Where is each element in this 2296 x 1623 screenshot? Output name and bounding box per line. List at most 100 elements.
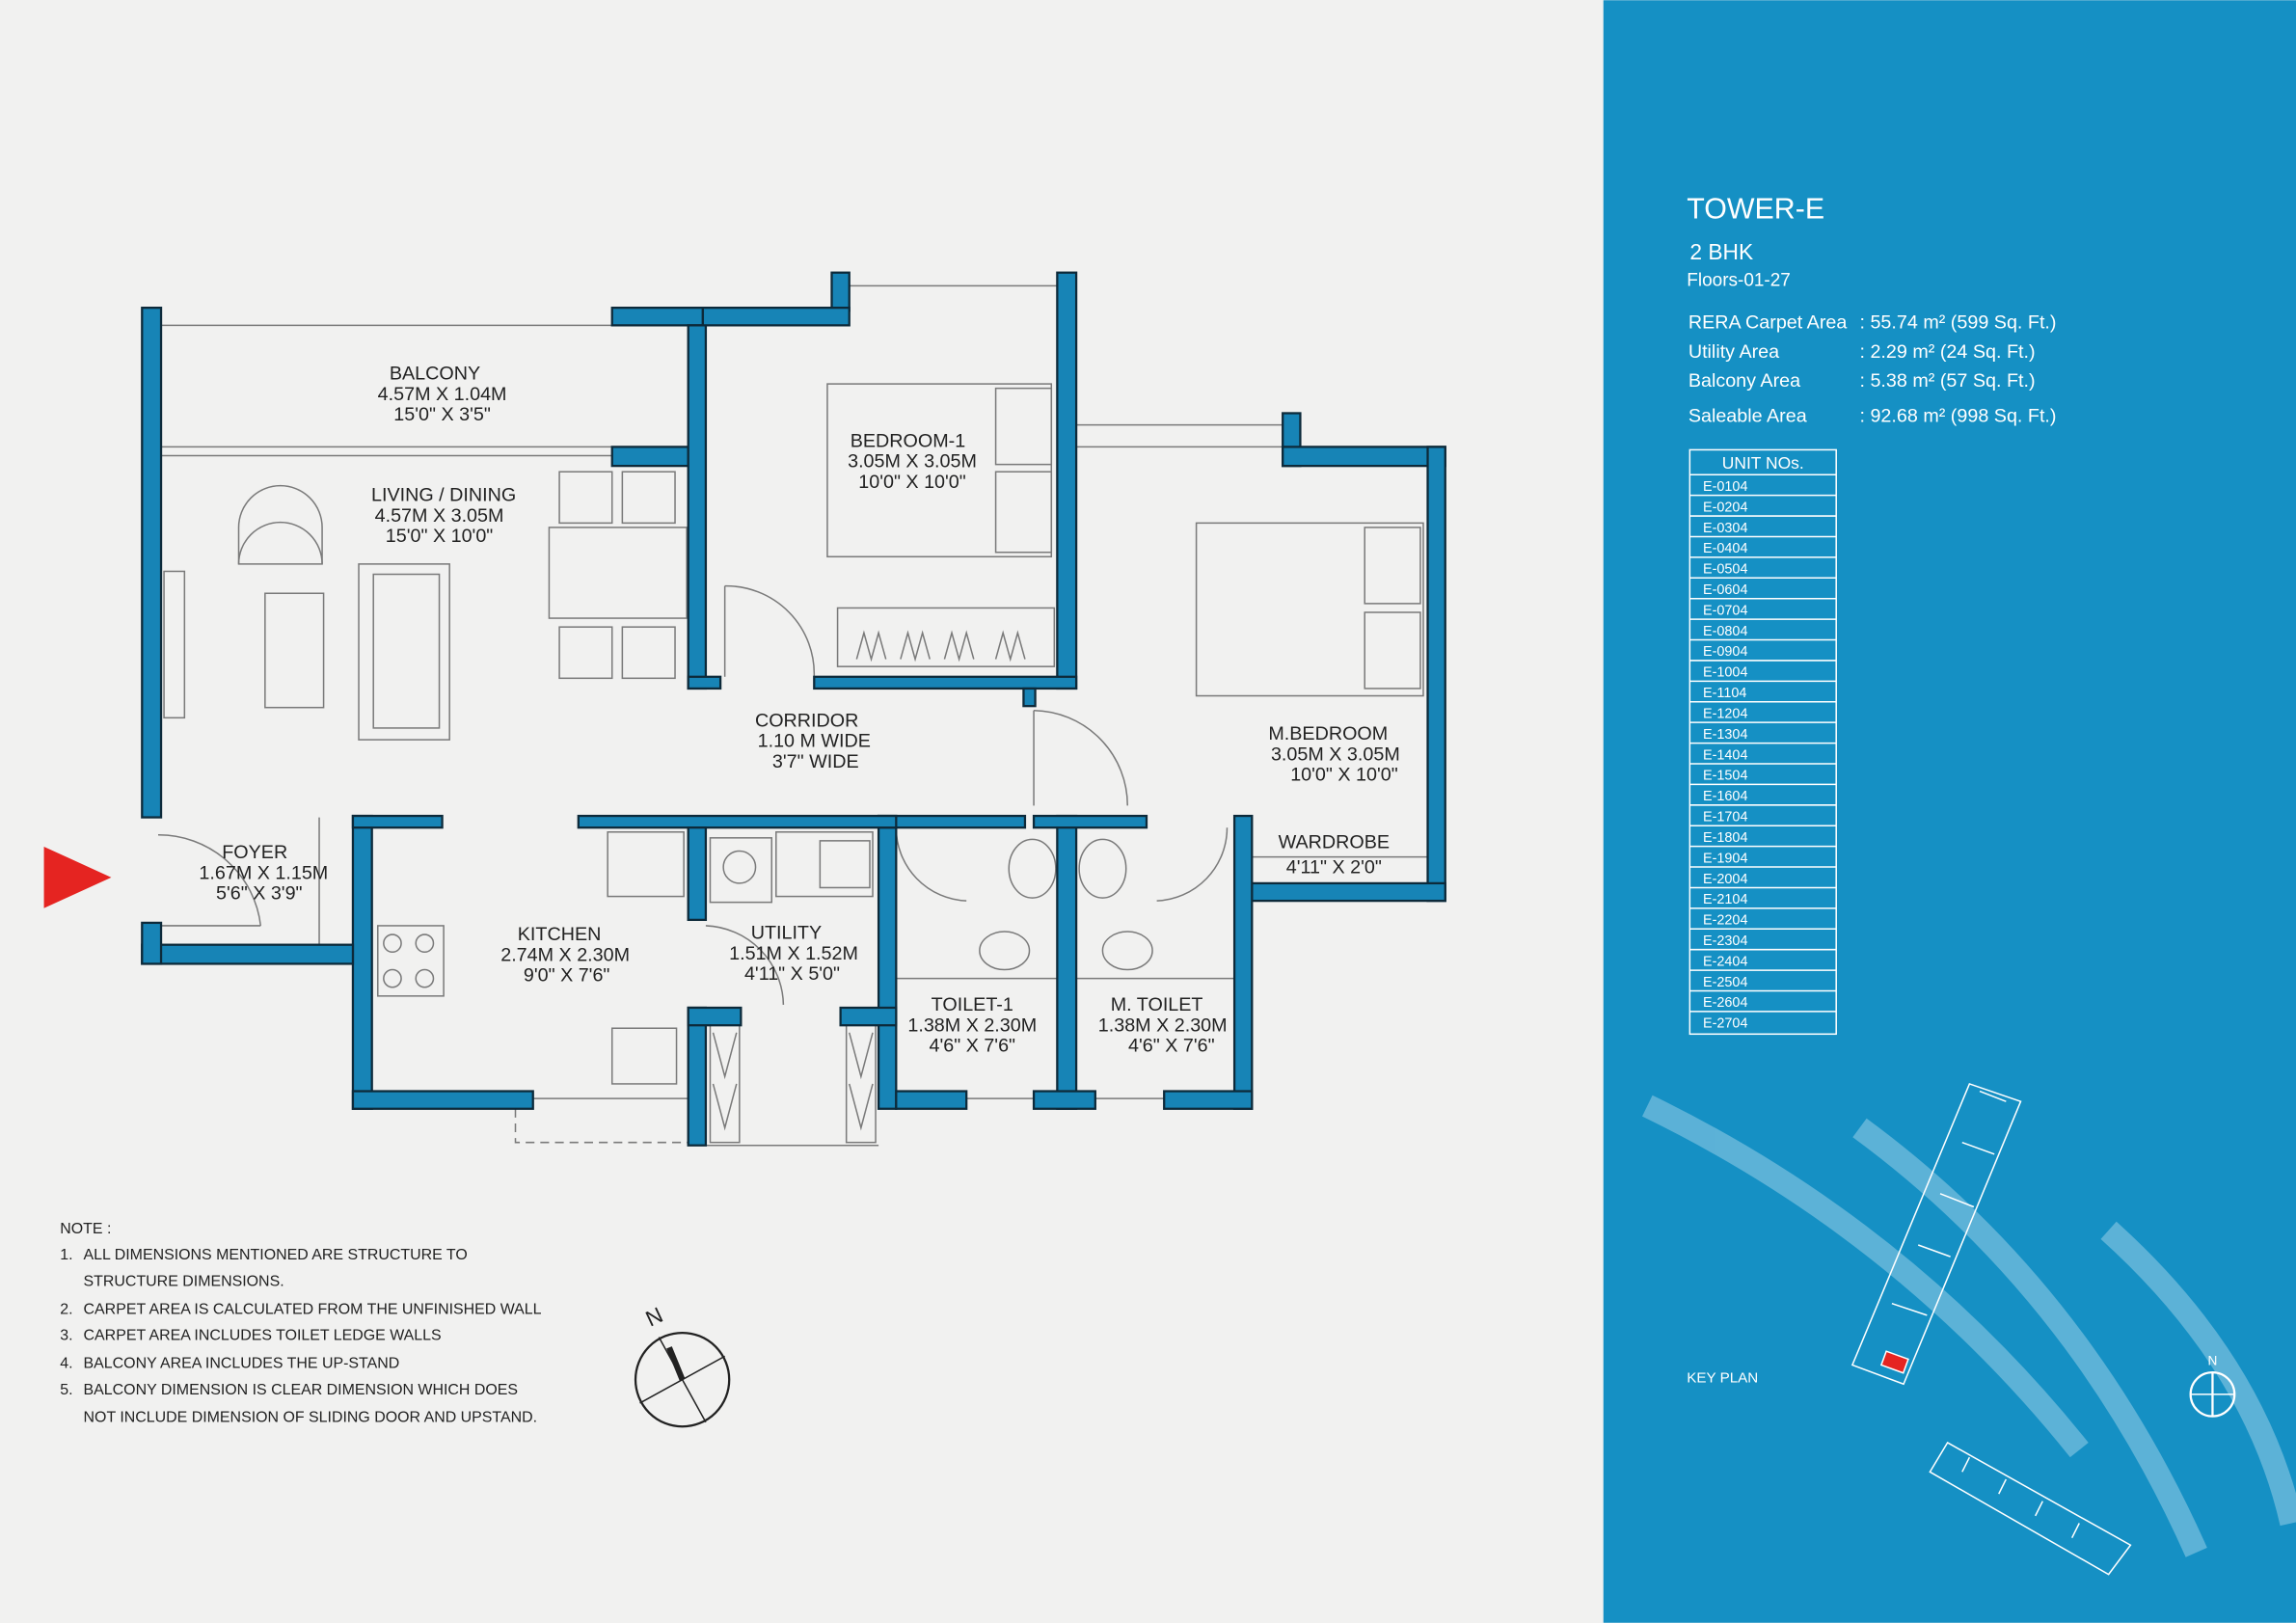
floors: Floors-01-27	[1687, 270, 1791, 290]
svg-text:BALCONY DIMENSION IS CLEAR DIM: BALCONY DIMENSION IS CLEAR DIMENSION WHI…	[84, 1382, 518, 1398]
unit-table-header: UNIT NOs.	[1722, 453, 1804, 473]
svg-text:1.38M X 2.30M: 1.38M X 2.30M	[1098, 1014, 1228, 1036]
svg-text:BEDROOM-1: BEDROOM-1	[851, 430, 966, 451]
svg-text:2.: 2.	[60, 1301, 72, 1317]
unit-number: E-0404	[1703, 541, 1747, 556]
tower-title: TOWER-E	[1687, 194, 1824, 226]
walls	[141, 271, 1446, 1147]
decorative-swooshes	[1641, 1095, 2296, 1557]
area-label: Balcony Area	[1688, 370, 1800, 392]
area-value: : 55.74 m² (599 Sq. Ft.)	[1859, 311, 2056, 333]
svg-text:BALCONY: BALCONY	[390, 364, 480, 385]
svg-text:5.: 5.	[60, 1382, 72, 1398]
svg-text:3.05M X 3.05M: 3.05M X 3.05M	[1271, 744, 1400, 765]
unit-number: E-1604	[1703, 789, 1747, 804]
svg-text:ALL DIMENSIONS MENTIONED ARE S: ALL DIMENSIONS MENTIONED ARE STRUCTURE T…	[84, 1247, 468, 1263]
svg-text:10'0" X 10'0": 10'0" X 10'0"	[1290, 765, 1398, 786]
key-plan	[1850, 1082, 2132, 1576]
svg-text:KITCHEN: KITCHEN	[518, 924, 602, 945]
unit-number: E-1204	[1703, 706, 1747, 721]
unit-number: E-0204	[1703, 500, 1747, 515]
unit-number: E-2604	[1703, 995, 1747, 1011]
north-label: N	[2208, 1353, 2218, 1367]
unit-type: 2 BHK	[1689, 239, 1753, 264]
unit-number: E-1104	[1703, 686, 1746, 701]
svg-text:4'6" X 7'6": 4'6" X 7'6"	[1128, 1036, 1215, 1057]
svg-text:1.38M X 2.30M: 1.38M X 2.30M	[907, 1014, 1037, 1036]
unit-number: E-1304	[1703, 727, 1747, 743]
unit-number: E-2104	[1703, 892, 1747, 907]
svg-text:1.: 1.	[60, 1247, 72, 1263]
svg-text:3.05M X 3.05M: 3.05M X 3.05M	[848, 451, 977, 473]
svg-text:15'0" X 10'0": 15'0" X 10'0"	[386, 526, 494, 547]
unit-number: E-2404	[1703, 954, 1747, 969]
unit-number: E-0604	[1703, 582, 1747, 598]
unit-number: E-1904	[1703, 851, 1747, 866]
svg-text:1.10 M WIDE: 1.10 M WIDE	[758, 731, 871, 752]
svg-text:5'6" X 3'9": 5'6" X 3'9"	[216, 883, 303, 905]
svg-text:NOT INCLUDE DIMENSION OF SLIDI: NOT INCLUDE DIMENSION OF SLIDING DOOR AN…	[84, 1410, 538, 1426]
svg-text:4'11" X 2'0": 4'11" X 2'0"	[1286, 856, 1382, 878]
svg-text:4.57M X 1.04M: 4.57M X 1.04M	[378, 384, 507, 405]
unit-number: E-2304	[1703, 933, 1747, 949]
info-panel	[1603, 0, 2296, 1623]
unit-number: E-1804	[1703, 830, 1747, 846]
area-table: RERA Carpet Area : 55.74 m² (599 Sq. Ft.…	[1688, 311, 2057, 426]
svg-text:4'6" X 7'6": 4'6" X 7'6"	[929, 1036, 1015, 1057]
key-plan-north-compass: N	[2189, 1353, 2236, 1418]
unit-number: E-0704	[1703, 603, 1747, 618]
entry-arrow-icon	[43, 846, 112, 908]
svg-text:3.: 3.	[60, 1328, 72, 1344]
unit-number: E-1504	[1703, 769, 1747, 784]
area-value: : 5.38 m² (57 Sq. Ft.)	[1859, 370, 2035, 392]
north-compass-icon: N	[634, 1302, 731, 1428]
notes-title: NOTE :	[60, 1221, 111, 1237]
svg-text:BALCONY AREA INCLUDES THE UP-S: BALCONY AREA INCLUDES THE UP-STAND	[84, 1356, 400, 1372]
svg-text:4.57M X 3.05M: 4.57M X 3.05M	[375, 505, 504, 527]
svg-text:3'7" WIDE: 3'7" WIDE	[772, 751, 859, 772]
svg-text:10'0" X 10'0": 10'0" X 10'0"	[858, 472, 966, 493]
svg-text:UTILITY: UTILITY	[751, 923, 822, 944]
svg-text:15'0" X 3'5": 15'0" X 3'5"	[393, 404, 491, 425]
svg-text:CARPET AREA IS CALCULATED FROM: CARPET AREA IS CALCULATED FROM THE UNFIN…	[84, 1301, 542, 1317]
svg-text:CARPET AREA INCLUDES TOILET LE: CARPET AREA INCLUDES TOILET LEDGE WALLS	[84, 1328, 442, 1344]
svg-text:FOYER: FOYER	[222, 842, 287, 863]
svg-text:9'0" X 7'6": 9'0" X 7'6"	[524, 965, 610, 987]
unit-numbers-table: UNIT NOs. E-0104E-0204E-0304E-0404E-0504…	[1688, 448, 1837, 1036]
area-label: Utility Area	[1688, 341, 1779, 363]
svg-text:M.BEDROOM: M.BEDROOM	[1268, 723, 1388, 744]
key-plan-label: KEY PLAN	[1687, 1370, 1758, 1387]
area-label: Saleable Area	[1688, 406, 1807, 427]
compass-north-label: N	[641, 1302, 666, 1332]
unit-number: E-2504	[1703, 975, 1747, 990]
area-label: RERA Carpet Area	[1688, 311, 1848, 333]
unit-number: E-1704	[1703, 810, 1747, 825]
unit-number: E-2704	[1703, 1016, 1747, 1032]
unit-number: E-0104	[1703, 479, 1747, 495]
svg-text:LIVING / DINING: LIVING / DINING	[371, 485, 516, 506]
svg-text:WARDROBE: WARDROBE	[1279, 831, 1391, 852]
svg-text:1.51M X 1.52M: 1.51M X 1.52M	[729, 943, 858, 964]
unit-number: E-1004	[1703, 665, 1747, 681]
svg-text:CORRIDOR: CORRIDOR	[755, 710, 858, 731]
unit-number: E-0304	[1703, 521, 1747, 536]
notes: NOTE : 1. ALL DIMENSIONS MENTIONED ARE ST…	[60, 1221, 541, 1426]
unit-number: E-0504	[1703, 562, 1747, 578]
unit-number: E-1404	[1703, 747, 1747, 763]
svg-text:STRUCTURE DIMENSIONS.: STRUCTURE DIMENSIONS.	[84, 1273, 284, 1289]
unit-number: E-2204	[1703, 913, 1747, 929]
unit-number: E-0804	[1703, 624, 1747, 639]
svg-text:4'11" X 5'0": 4'11" X 5'0"	[744, 963, 840, 985]
